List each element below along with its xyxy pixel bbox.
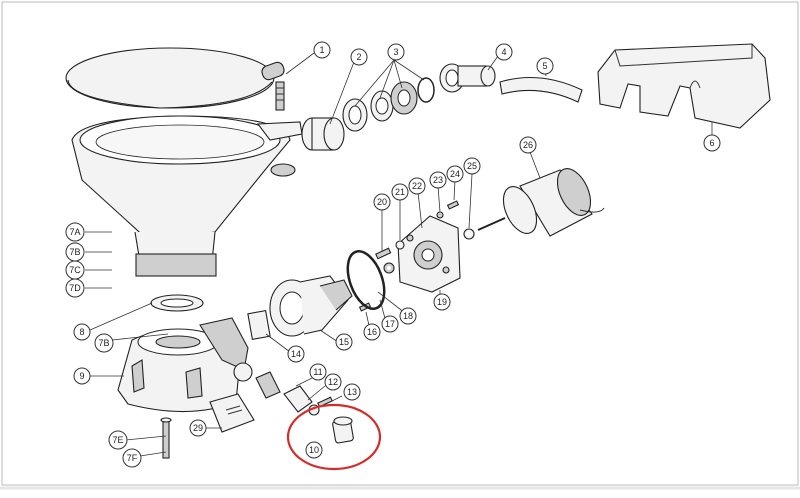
callout-25: 25 [463, 157, 481, 175]
svg-text:25: 25 [467, 161, 477, 171]
callout-20: 20 [373, 193, 391, 211]
svg-text:16: 16 [367, 327, 377, 337]
callout-13: 13 [343, 383, 361, 401]
svg-text:1: 1 [319, 45, 324, 55]
callout-5: 5 [536, 57, 554, 75]
drain-plug [332, 416, 354, 444]
svg-text:14: 14 [291, 349, 301, 359]
svg-text:21: 21 [395, 187, 405, 197]
hose [499, 76, 583, 103]
macerator-impeller [269, 275, 353, 337]
callout-22: 22 [408, 177, 426, 195]
leader-lines [85, 52, 713, 457]
callout-14: 14 [287, 345, 305, 363]
svg-text:7E: 7E [112, 435, 123, 445]
gasket-plate [247, 309, 271, 341]
svg-text:5: 5 [542, 61, 547, 71]
svg-text:15: 15 [339, 337, 349, 347]
svg-text:7B: 7B [98, 338, 109, 348]
callout-7A: 7A [65, 222, 85, 242]
svg-text:19: 19 [437, 297, 447, 307]
callout-7B-lower: 7B [94, 333, 114, 353]
callout-11: 11 [309, 363, 327, 381]
svg-text:12: 12 [328, 377, 338, 387]
elbow-fitting [439, 63, 496, 93]
svg-text:7C: 7C [69, 265, 81, 275]
svg-text:22: 22 [412, 181, 422, 191]
callout-29: 29 [189, 419, 207, 437]
svg-text:7A: 7A [69, 227, 80, 237]
svg-text:7B: 7B [69, 247, 80, 257]
hose-fittings [301, 77, 435, 151]
small-hardware [358, 200, 475, 312]
svg-text:7D: 7D [69, 283, 81, 293]
callout-7F: 7F [122, 448, 142, 468]
svg-text:8: 8 [79, 327, 84, 337]
callout-18: 18 [399, 307, 417, 325]
svg-text:11: 11 [313, 367, 322, 377]
svg-text:29: 29 [193, 423, 203, 433]
svg-text:7F: 7F [127, 453, 138, 463]
callout-3: 3 [387, 43, 405, 61]
svg-text:23: 23 [433, 175, 443, 185]
callout-9: 9 [73, 367, 91, 385]
o-ring [346, 250, 386, 310]
callout-1: 1 [313, 41, 331, 59]
callout-12: 12 [324, 373, 342, 391]
callout-4: 4 [495, 43, 513, 61]
electric-motor [477, 168, 605, 237]
callout-21: 21 [391, 183, 409, 201]
svg-text:6: 6 [709, 138, 714, 148]
outlet-valve [255, 371, 333, 416]
toilet-bowl [71, 115, 303, 277]
svg-text:10: 10 [309, 445, 319, 455]
callout-24: 24 [446, 165, 464, 183]
callout-10: 10 [305, 441, 323, 459]
callout-16: 16 [363, 323, 381, 341]
pump-housing [397, 215, 461, 293]
callout-7B: 7B [65, 242, 85, 262]
callout-2: 2 [350, 48, 368, 66]
callout-6: 6 [703, 134, 721, 152]
callout-7D: 7D [65, 278, 85, 298]
callout-7C: 7C [65, 260, 85, 280]
svg-text:13: 13 [347, 387, 357, 397]
svg-text:3: 3 [393, 47, 398, 57]
callout-26: 26 [519, 136, 537, 154]
callout-labels: 1 2 3 4 5 6 26 7A 7B 7C 7D 8 7B 9 7E 7F … [65, 41, 721, 468]
svg-text:17: 17 [385, 319, 395, 329]
svg-text:4: 4 [501, 47, 506, 57]
svg-text:2: 2 [356, 52, 361, 62]
svg-text:26: 26 [523, 140, 533, 150]
callout-8: 8 [73, 323, 91, 341]
svg-text:18: 18 [403, 311, 413, 321]
hinge-bolt [275, 81, 285, 111]
svg-text:9: 9 [79, 371, 84, 381]
callout-17: 17 [381, 315, 399, 333]
highlight-circle [286, 403, 382, 471]
callout-19: 19 [433, 293, 451, 311]
base-bolt [160, 417, 172, 459]
toilet-lid [65, 47, 285, 109]
svg-text:24: 24 [450, 169, 460, 179]
valve-flap [209, 393, 255, 433]
callout-23: 23 [429, 171, 447, 189]
svg-text:20: 20 [377, 197, 387, 207]
pump-base [117, 317, 253, 413]
callout-15: 15 [335, 333, 353, 351]
motor-cover [597, 43, 771, 129]
callout-7E: 7E [108, 430, 128, 450]
